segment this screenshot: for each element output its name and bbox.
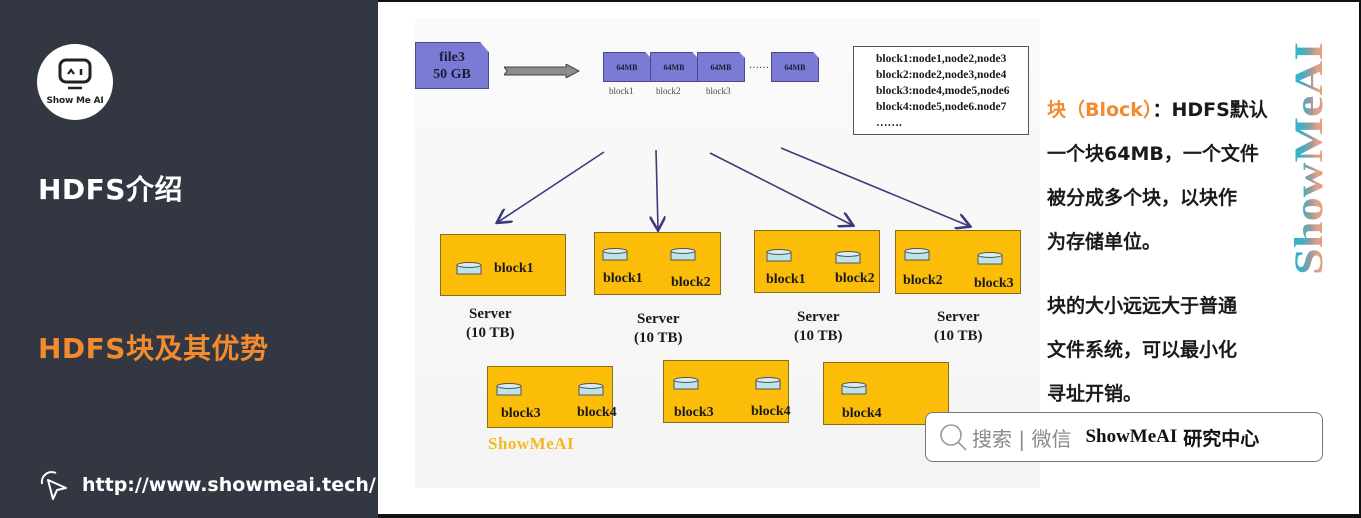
cursor-click-icon [40,471,67,500]
disk-icon [496,383,522,396]
disk-icon [673,377,699,390]
sidebar: Show Me AI HDFS介绍 HDFS块及其优势 http://www.s… [0,0,378,518]
disk-icon [977,252,1003,265]
server-node: block1 block2 [754,230,880,293]
disk-icon [670,248,696,261]
metadata-line: block4:node5,node6.node7 [876,101,1007,113]
search-suffix: 研究中心 [1183,427,1260,450]
disk-icon [841,382,867,395]
metadata-line: ……. [876,117,902,129]
disk-icon [755,377,781,390]
chunk-block: 64MB [697,52,745,82]
namenode-metadata: block1:node1,node2,node3 block2:node2,no… [853,46,1029,135]
disk-icon [835,251,861,264]
robot-monitor-icon [58,58,92,90]
block-label: block2 [671,275,711,290]
block-label: block4 [842,406,882,421]
disk-icon [578,383,604,396]
vertical-watermark-text: ShowMeAI [1292,42,1328,275]
desc-line: 为存储单位。 [1047,231,1162,253]
arrow-to-server-2 [656,149,658,229]
metadata-line: block2:node2,node3,node4 [876,69,1007,81]
server-node: block1 [440,234,566,296]
desc-line: 文件系统，可以最小化 [1047,339,1238,361]
chunk-size: 64MB [616,63,638,72]
block-label: block2 [835,271,875,286]
chunk-block: 64MB [650,52,698,82]
desc-line: 块（Block）：HDFS默认 [1047,99,1268,121]
block-label: block3 [674,405,714,420]
arrow-to-server-3 [709,152,852,225]
block-label: block3 [974,276,1014,291]
disk-icon [602,248,628,261]
file-size: 50 GB [433,67,471,82]
chunk-block: 64MB [771,52,819,82]
server-caption: Server(10 TB) [466,306,515,341]
website-url[interactable]: http://www.showmeai.tech/ [82,474,376,496]
website-link[interactable]: http://www.showmeai.tech/ [36,468,376,502]
disk-icon [456,262,482,275]
disk-icon [904,248,930,261]
showmeai-logo[interactable]: Show Me AI [37,44,113,120]
server-node: block3 block4 [487,366,617,428]
description-paragraph-1: 块（Block）：HDFS默认 一个块64MB，一个文件 被分成多个块，以块作 … [1047,88,1268,264]
block-label: block2 [903,273,943,288]
arrow-to-server-4 [780,147,969,226]
arrow-to-server-1 [498,151,605,222]
file-block: file3 50 GB [415,42,489,89]
vertical-watermark: ShowMeAI [1292,42,1328,275]
bottom-border [378,514,1361,518]
server-caption: Server(10 TB) [794,309,843,344]
metadata-line: block1:node1,node2,node3 [876,53,1007,65]
block-label: block4 [577,405,617,420]
chunk-label: block1 [609,86,634,96]
server-caption: Server(10 TB) [634,311,683,346]
desc-line: 寻址开销。 [1047,383,1143,405]
section-title-intro[interactable]: HDFS介绍 [38,173,183,206]
disk-icon [766,249,792,262]
search-brand: ShowMeAI [1085,426,1178,447]
file-name: file3 [439,50,465,65]
chunk-size: 64MB [784,63,806,72]
search-bar[interactable]: 搜索 | 微信 ShowMeAI 研究中心 [925,412,1323,462]
chunk-label: block2 [656,86,681,96]
search-placeholder: 搜索 | 微信 [972,426,1072,451]
server-node: block1 block2 [594,232,721,295]
chunk-label: block3 [706,86,731,96]
block-label: block1 [766,272,806,287]
block-label: block4 [751,404,791,419]
server-node: block3 block4 [663,360,791,423]
desc-line: 一个块64MB，一个文件 [1047,143,1259,165]
chunk-ellipsis: …… [749,60,769,71]
block-label: block1 [603,271,643,286]
split-arrow-icon [504,64,580,78]
logo-text: Show Me AI [46,96,104,106]
block-term: 块（Block） [1047,99,1153,121]
server-node: block2 block3 [895,230,1021,294]
description-paragraph-2: 块的大小远远大于普通 文件系统，可以最小化 寻址开销。 [1047,284,1237,416]
chunk-size: 64MB [710,63,732,72]
block-label: block1 [494,261,534,276]
block-label: block3 [501,406,541,421]
diagram-watermark: ShowMeAI [488,434,575,453]
search-icon [940,424,967,451]
metadata-line: block3:node4,mode5,node6 [876,85,1010,97]
desc-line: 被分成多个块，以块作 [1047,187,1238,209]
server-caption: Server(10 TB) [934,309,983,344]
chunk-size: 64MB [663,63,685,72]
section-title-current[interactable]: HDFS块及其优势 [38,332,269,365]
desc-line: 块的大小远远大于普通 [1047,295,1238,317]
